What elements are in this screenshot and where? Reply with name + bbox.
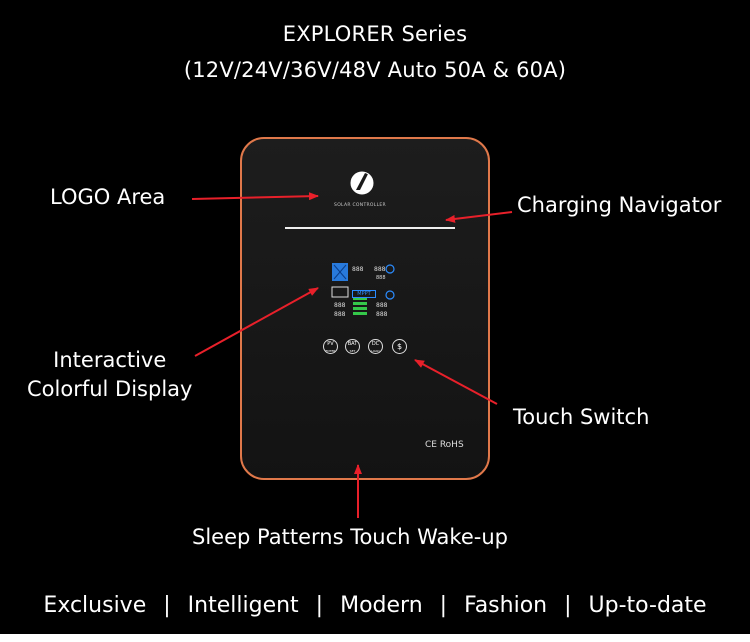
svg-text:888: 888 xyxy=(376,275,386,281)
mppt-badge: MPPT xyxy=(352,290,376,298)
footer-divider xyxy=(0,634,750,642)
svg-text:888: 888 xyxy=(334,311,346,318)
brand-logo xyxy=(350,171,374,195)
arrow-navigator xyxy=(445,211,513,223)
arrow-touch xyxy=(414,359,498,405)
ce-rohs-mark: CE RoHS xyxy=(425,440,464,450)
footer-separator: | xyxy=(315,593,324,618)
svg-text:888: 888 xyxy=(334,302,346,309)
callout-logo-area: LOGO Area xyxy=(50,185,166,209)
footer-tag: Up-to-date xyxy=(588,593,707,618)
callout-touch-switch: Touch Switch xyxy=(513,405,650,429)
footer-separator: | xyxy=(564,593,572,618)
callout-charging-navigator: Charging Navigator xyxy=(517,193,722,217)
footer-separator: | xyxy=(163,593,171,618)
header-title: EXPLORER Series xyxy=(282,22,468,46)
arrow-logo xyxy=(191,192,319,201)
svg-text:888: 888 xyxy=(376,302,388,309)
svg-text:888: 888 xyxy=(352,266,364,273)
footer-tag: Exclusive xyxy=(43,593,147,618)
colorful-display: 888 888 888 888 888 888 888 xyxy=(331,263,395,318)
callout-sleep-wakeup: Sleep Patterns Touch Wake-up xyxy=(192,525,508,549)
svg-text:888: 888 xyxy=(376,311,388,318)
currency-touch-button[interactable]: $ xyxy=(392,339,407,354)
header-subtitle: (12V/24V/36V/48V Auto 50A & 60A) xyxy=(183,58,567,82)
arrow-display xyxy=(194,287,319,357)
charging-navigator-bar xyxy=(285,227,455,229)
footer-tag: Intelligent xyxy=(187,593,299,618)
svg-text:888: 888 xyxy=(374,266,386,273)
footer-tagline: Exclusive | Intelligent | Modern | Fashi… xyxy=(0,593,750,618)
brand-text: SOLAR CONTROLLER xyxy=(334,203,386,208)
footer-tag: Modern xyxy=(340,593,423,618)
footer-separator: | xyxy=(439,593,448,618)
footer-tag: Fashion xyxy=(464,593,548,618)
